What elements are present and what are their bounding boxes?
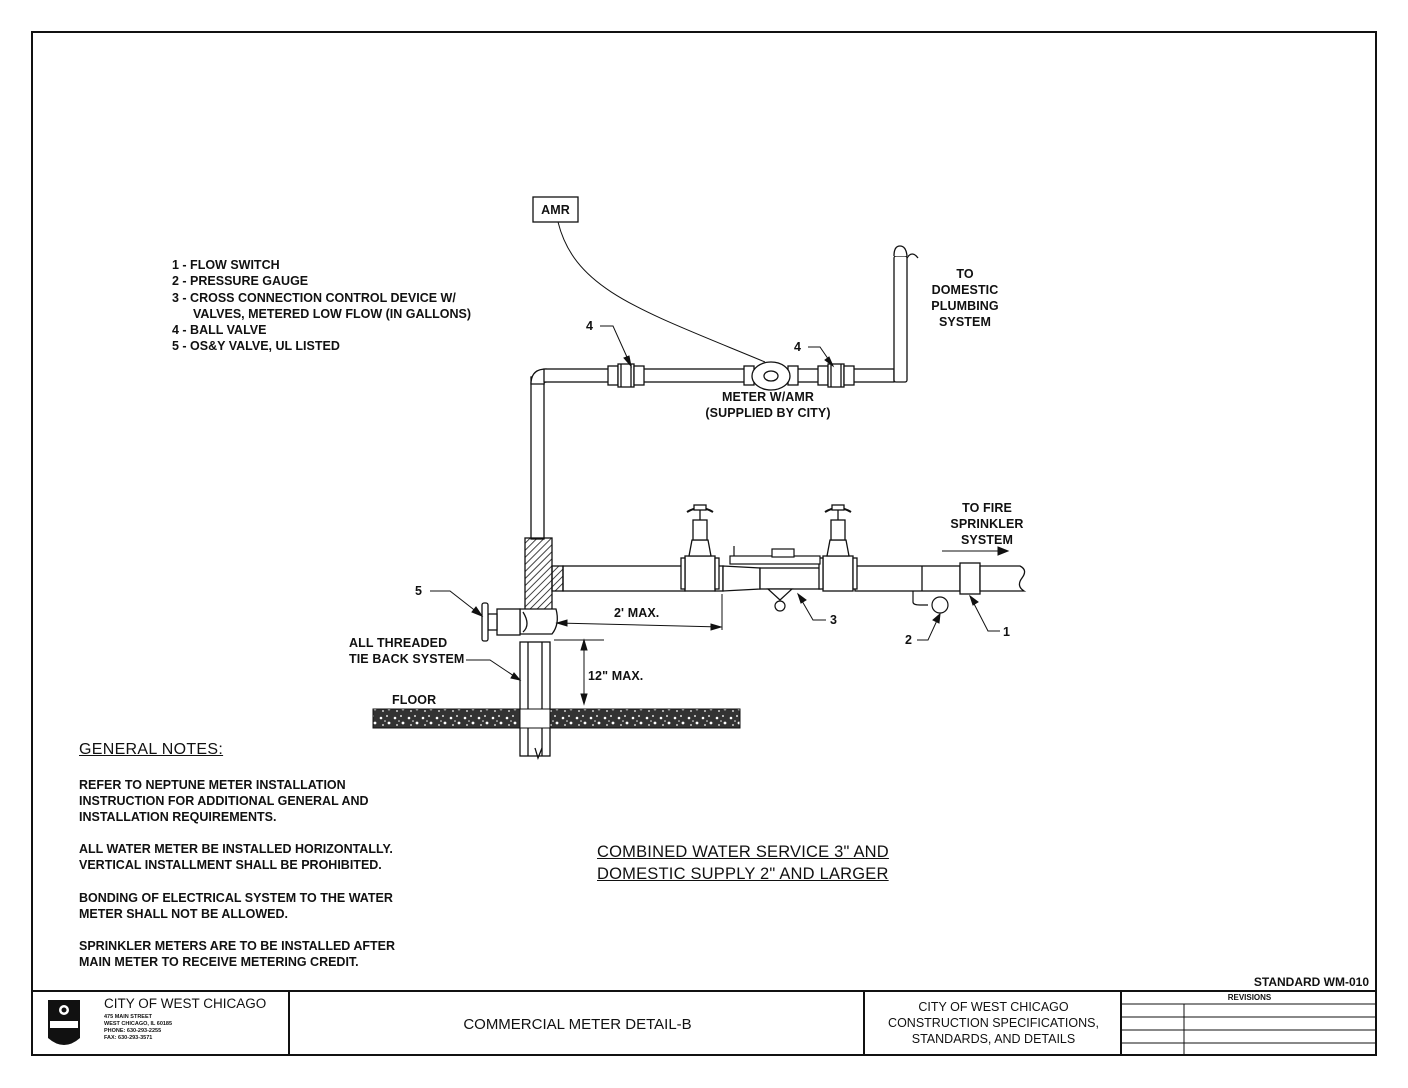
- osy-valve-right: [818, 504, 858, 592]
- notes-title: GENERAL NOTES:: [79, 741, 224, 758]
- callout-2: 2: [905, 633, 913, 647]
- legend-item: 4 - BALL VALVE: [172, 323, 267, 338]
- note-paragraph: ALL WATER METER BE INSTALLED HORIZONTALL…: [79, 842, 393, 872]
- dim-12in-label: 12" MAX.: [588, 669, 644, 683]
- meter-label: METER W/AMR (SUPPLIED BY CITY): [705, 390, 831, 420]
- note-paragraph: REFER TO NEPTUNE METER INSTALLATION INST…: [79, 778, 369, 824]
- meter: [743, 361, 799, 391]
- amr-box: [532, 196, 579, 223]
- drawing-title: COMMERCIAL METER DETAIL-B: [463, 1016, 692, 1033]
- floor-slab: [372, 708, 741, 729]
- note-paragraph: BONDING OF ELECTRICAL SYSTEM TO THE WATE…: [79, 891, 393, 921]
- leaders: [430, 325, 1010, 681]
- note-paragraph: SPRINKLER METERS ARE TO BE INSTALLED AFT…: [79, 939, 395, 969]
- dim-2ft: [555, 594, 723, 631]
- service-tee: [481, 537, 564, 642]
- ball-valve-right: [817, 363, 855, 388]
- domestic-label: TO DOMESTIC PLUMBING SYSTEM: [931, 267, 999, 329]
- callout-4-left: 4: [586, 319, 594, 333]
- standard-number: STANDARD WM-010: [1253, 975, 1369, 989]
- tieback-label: ALL THREADED TIE BACK SYSTEM: [349, 636, 465, 666]
- title-block-city-cell: CITY OF WEST CHICAGO 475 MAIN STREET WES…: [31, 992, 290, 1056]
- city-logo: [48, 1000, 80, 1045]
- legend-item: VALVES, METERED LOW FLOW (IN GALLONS): [193, 306, 471, 321]
- pressure-gauge: [912, 591, 949, 614]
- legend-item: 2 - PRESSURE GAUGE: [172, 274, 309, 289]
- ball-valve-left: [607, 363, 645, 388]
- legend-item: 3 - CROSS CONNECTION CONTROL DEVICE W/: [172, 290, 456, 305]
- callout-4-right: 4: [794, 340, 802, 354]
- revisions-grid: [1122, 1003, 1376, 1056]
- callout-3: 3: [830, 613, 838, 627]
- drawing-main-title: COMBINED WATER SERVICE 3" AND DOMESTIC S…: [597, 843, 889, 883]
- spec-text: CITY OF WEST CHICAGO CONSTRUCTION SPECIF…: [888, 1000, 1099, 1046]
- amr-label: AMR: [541, 203, 570, 217]
- legend-item: 1 - FLOW SWITCH: [172, 258, 280, 272]
- service-pipe: [519, 641, 551, 760]
- dim-2ft-label: 2' MAX.: [614, 606, 660, 620]
- city-name: CITY OF WEST CHICAGO: [104, 996, 267, 1011]
- domestic-line: [543, 245, 919, 383]
- title-block-drawing-cell: COMMERCIAL METER DETAIL-B: [290, 992, 865, 1056]
- title-block-spec-cell: CITY OF WEST CHICAGO CONSTRUCTION SPECIF…: [865, 992, 1122, 1056]
- city-address: 475 MAIN STREET WEST CHICAGO, IL 60185 P…: [104, 1014, 173, 1041]
- revisions-header: REVISIONS: [1227, 993, 1272, 1002]
- domestic-riser: [530, 368, 547, 540]
- fire-label: TO FIRE SPRINKLER SYSTEM: [950, 501, 1024, 547]
- title-block: CITY OF WEST CHICAGO 475 MAIN STREET WES…: [31, 990, 1377, 1056]
- legend: 1 - FLOW SWITCH 2 - PRESSURE GAUGE 3 - C…: [172, 257, 471, 355]
- legend-item: 5 - OS&Y VALVE, UL LISTED: [172, 339, 340, 354]
- callout-5: 5: [415, 584, 423, 598]
- dim-12in: [554, 638, 604, 706]
- osy-valve-left: [680, 504, 720, 592]
- callout-1: 1: [1003, 625, 1011, 639]
- drawing-border: [31, 31, 1377, 1056]
- cross-connection-device: [729, 546, 821, 612]
- floor-label: FLOOR: [392, 693, 437, 707]
- fire-line: [562, 562, 1027, 595]
